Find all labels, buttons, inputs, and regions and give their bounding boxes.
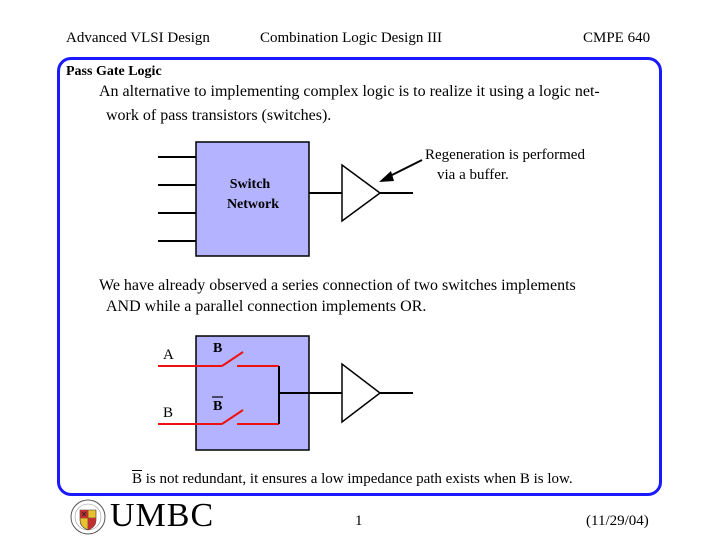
label-a: A	[163, 347, 174, 363]
intro-paragraph-line-1: An alternative to implementing complex l…	[99, 83, 600, 100]
umbc-seal-logo	[70, 499, 106, 535]
switch-network-diagram: Switch Network	[158, 141, 423, 257]
redundancy-note: B is not redundant, it ensures a low imp…	[132, 472, 573, 487]
buffer-triangle	[341, 163, 382, 223]
switch-control-label-b-bar: B	[213, 399, 222, 414]
switch-network-label-line-1: Switch	[230, 177, 271, 192]
regeneration-arrow-shaft	[387, 159, 423, 178]
regeneration-note-line-2: via a buffer.	[437, 167, 509, 183]
output-buffer-triangle	[341, 362, 382, 424]
redundancy-note-overlined-b: B	[132, 471, 143, 487]
series-parallel-paragraph-line-2: AND while a parallel connection implemen…	[106, 298, 427, 315]
header-lecture-title: Combination Logic Design III	[260, 30, 443, 46]
switch-bottom	[158, 409, 279, 425]
footer-date: (11/29/04)	[586, 513, 649, 529]
redundancy-note-text: is not redundant, it ensures a low imped…	[142, 471, 573, 487]
header-course-title: Advanced VLSI Design	[66, 30, 210, 46]
switch-top	[158, 351, 279, 367]
page-number: 1	[355, 513, 363, 529]
header-course-code: CMPE 640	[583, 30, 651, 46]
series-parallel-paragraph-line-1: We have already observed a series connec…	[99, 277, 576, 294]
pass-gate-diagram: A B B B	[158, 335, 413, 451]
regeneration-note-line-1: Regeneration is performed	[425, 147, 585, 163]
slide-frame	[57, 57, 662, 496]
intro-paragraph-line-2: work of pass transistors (switches).	[106, 107, 332, 124]
switch-network-box	[195, 141, 310, 257]
regeneration-arrow-head	[379, 171, 394, 182]
switch-control-label-b: B	[213, 341, 222, 356]
section-title: Pass Gate Logic	[66, 64, 162, 79]
umbc-logo-text: UMBC	[110, 497, 215, 534]
switch-network-label-line-2: Network	[227, 197, 279, 212]
label-b: B	[163, 405, 173, 421]
